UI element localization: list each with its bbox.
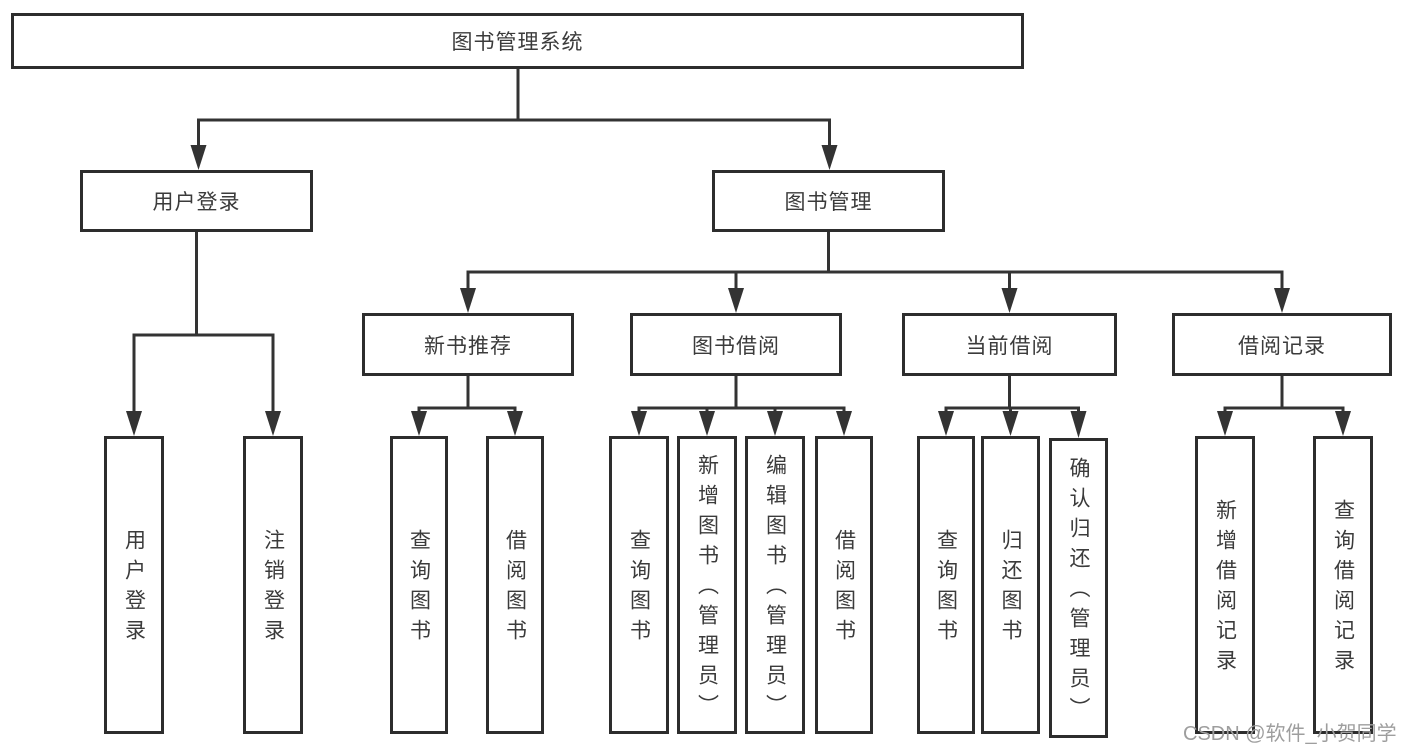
- watermark: CSDN @软件_小贺同学: [1183, 723, 1397, 745]
- node-label: 归还图书: [999, 529, 1022, 649]
- leaf-return-books: 归还图书: [981, 436, 1040, 734]
- node-label: 图书管理系统: [451, 31, 584, 54]
- node-label: 图书借阅: [692, 334, 780, 358]
- node-label: 当前借阅: [965, 334, 1054, 358]
- node-label: 借阅图书: [503, 529, 527, 649]
- leaf-user-login: 用户登录: [104, 436, 164, 734]
- node-label: 借阅记录: [1238, 334, 1326, 358]
- node-label: 新增图书（管理员）: [695, 454, 719, 724]
- node-label: 借阅图书: [832, 529, 856, 649]
- leaf-query-borrow-record: 查询借阅记录: [1313, 436, 1373, 734]
- node-label: 新书推荐: [424, 334, 512, 358]
- leaf-query-books-current: 查询图书: [917, 436, 975, 734]
- node-label: 查询图书: [934, 529, 958, 649]
- node-label: 注销登录: [261, 529, 285, 649]
- leaf-query-books-recommend: 查询图书: [390, 436, 448, 734]
- node-borrowing-records: 借阅记录: [1172, 313, 1392, 376]
- node-label: 编辑图书（管理员）: [763, 454, 787, 724]
- node-label: 新增借阅记录: [1213, 499, 1237, 679]
- node-label: 查询借阅记录: [1331, 499, 1355, 679]
- leaf-add-books-admin: 新增图书（管理员）: [677, 436, 737, 734]
- leaf-logout: 注销登录: [243, 436, 303, 734]
- leaf-borrow-books: 借阅图书: [815, 436, 873, 734]
- node-label: 用户登录: [152, 191, 241, 214]
- node-label: 查询图书: [627, 529, 651, 649]
- leaf-query-books-borrow: 查询图书: [609, 436, 669, 734]
- node-label: 用户登录: [122, 529, 146, 649]
- node-user-login: 用户登录: [80, 170, 313, 232]
- node-label: 查询图书: [407, 529, 431, 649]
- leaf-borrow-books-recommend: 借阅图书: [486, 436, 544, 734]
- node-new-book-recommend: 新书推荐: [362, 313, 574, 376]
- leaf-confirm-return-admin: 确认归还（管理员）: [1049, 438, 1108, 738]
- leaf-edit-books-admin: 编辑图书（管理员）: [745, 436, 805, 734]
- leaf-add-borrow-record: 新增借阅记录: [1195, 436, 1255, 734]
- node-label: 确认归还（管理员）: [1067, 457, 1090, 727]
- node-book-management: 图书管理: [712, 170, 945, 232]
- node-current-borrowing: 当前借阅: [902, 313, 1117, 376]
- node-library-system: 图书管理系统: [11, 13, 1024, 69]
- node-label: 图书管理: [784, 191, 873, 214]
- node-book-borrowing: 图书借阅: [630, 313, 842, 376]
